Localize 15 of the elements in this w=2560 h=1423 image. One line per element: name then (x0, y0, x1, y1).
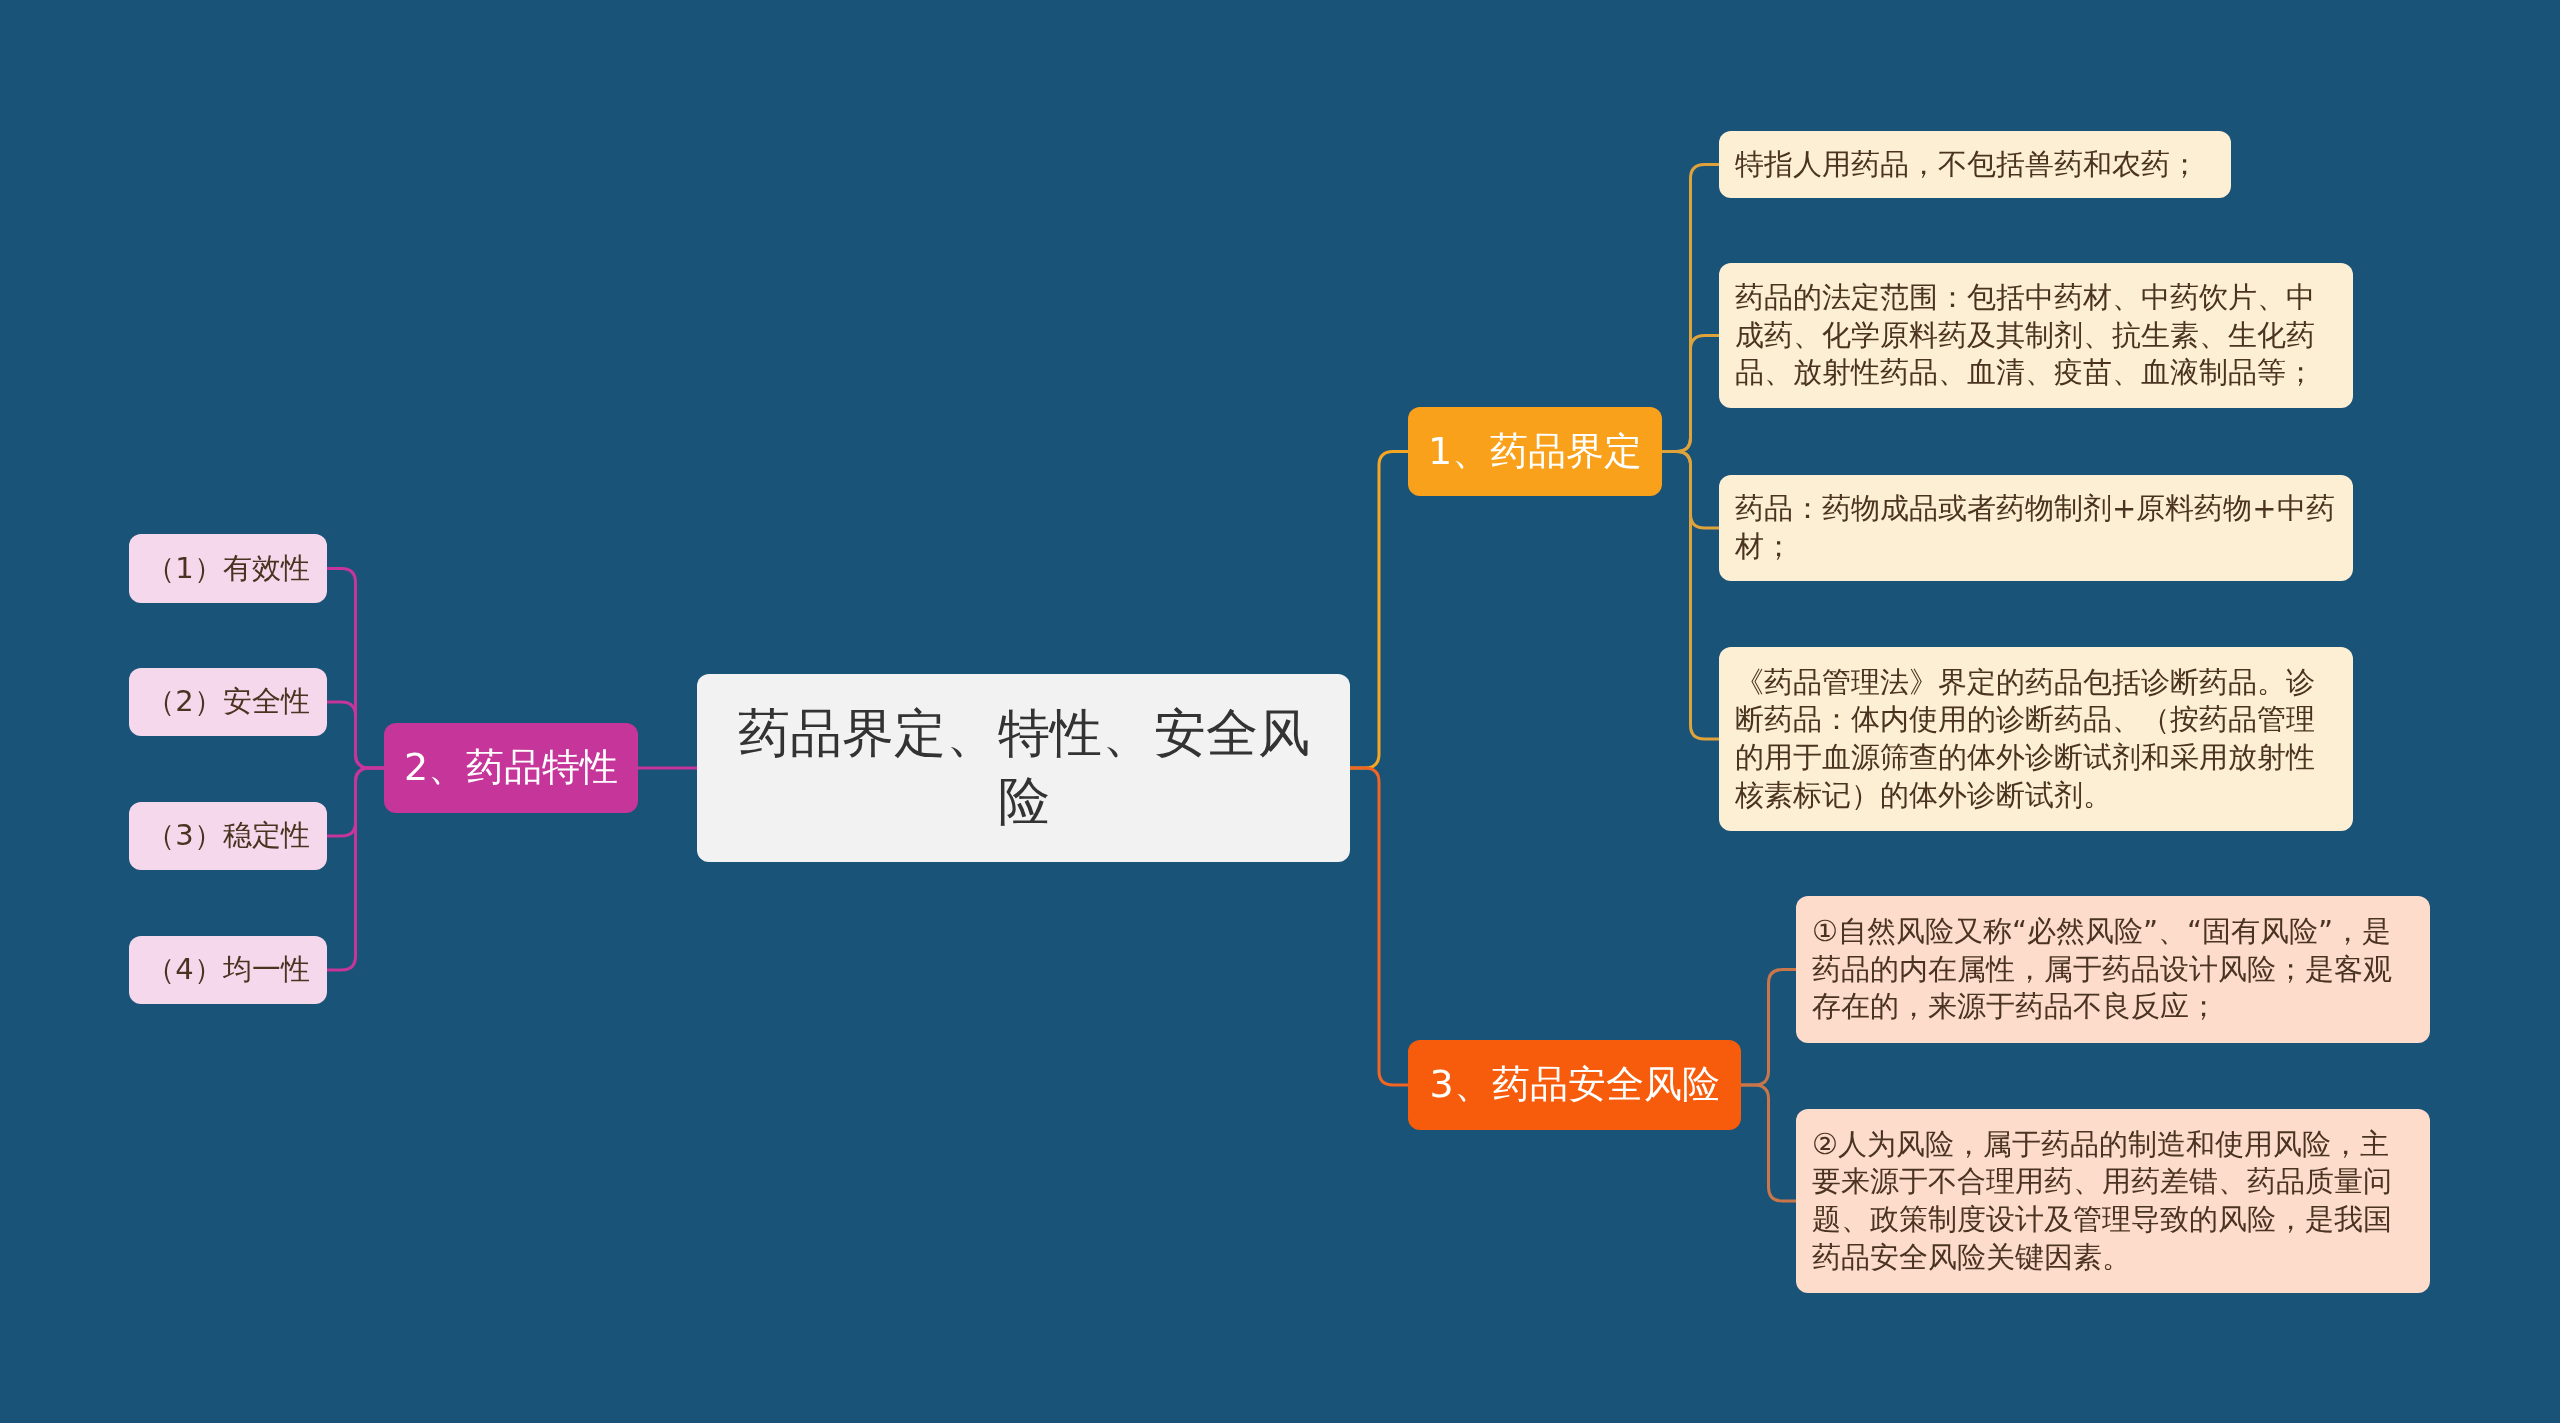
subtopic-box: （2）安全性 (129, 668, 327, 736)
branch-topic-box: 1、药品界定 (1408, 407, 1662, 496)
branch-topic-box: 3、药品安全风险 (1408, 1040, 1741, 1130)
subtopic-box: 药品：药物成品或者药物制剂+原料药物+中药材； (1719, 475, 2353, 581)
subtopic-box: 药品的法定范围：包括中药材、中药饮片、中成药、化学原料药及其制剂、抗生素、生化药品、放射性药品、血清、疫苗、血液制品等； (1719, 263, 2353, 408)
subtopic-box: （1）有效性 (129, 534, 327, 603)
connector-line (638, 766, 697, 770)
subtopic-box: （4）均一性 (129, 936, 327, 1004)
subtopic-box: ①自然风险又称“必然风险”、“固有风险”，是药品的内在属性，属于药品设计风险；是客观存在的，来源于药品不良反应； (1796, 896, 2430, 1043)
central-topic-box: 药品界定、特性、安全风险 (697, 674, 1350, 862)
branch-topic-box: 2、药品特性 (384, 723, 638, 813)
subtopic-box: 《药品管理法》界定的药品包括诊断药品。诊断药品：体内使用的诊断药品、（按药品管理的用于血源筛查的体外诊断试剂和采用放射性核素标记）的体外诊断试剂。 (1719, 647, 2353, 831)
subtopic-box: 特指人用药品，不包括兽药和农药； (1719, 131, 2231, 198)
subtopic-box: （3）稳定性 (129, 802, 327, 870)
subtopic-box: ②人为风险，属于药品的制造和使用风险，主要来源于不合理用药、用药差错、药品质量问题、政策制度设计及管理导致的风险，是我国药品安全风险关键因素。 (1796, 1109, 2430, 1293)
